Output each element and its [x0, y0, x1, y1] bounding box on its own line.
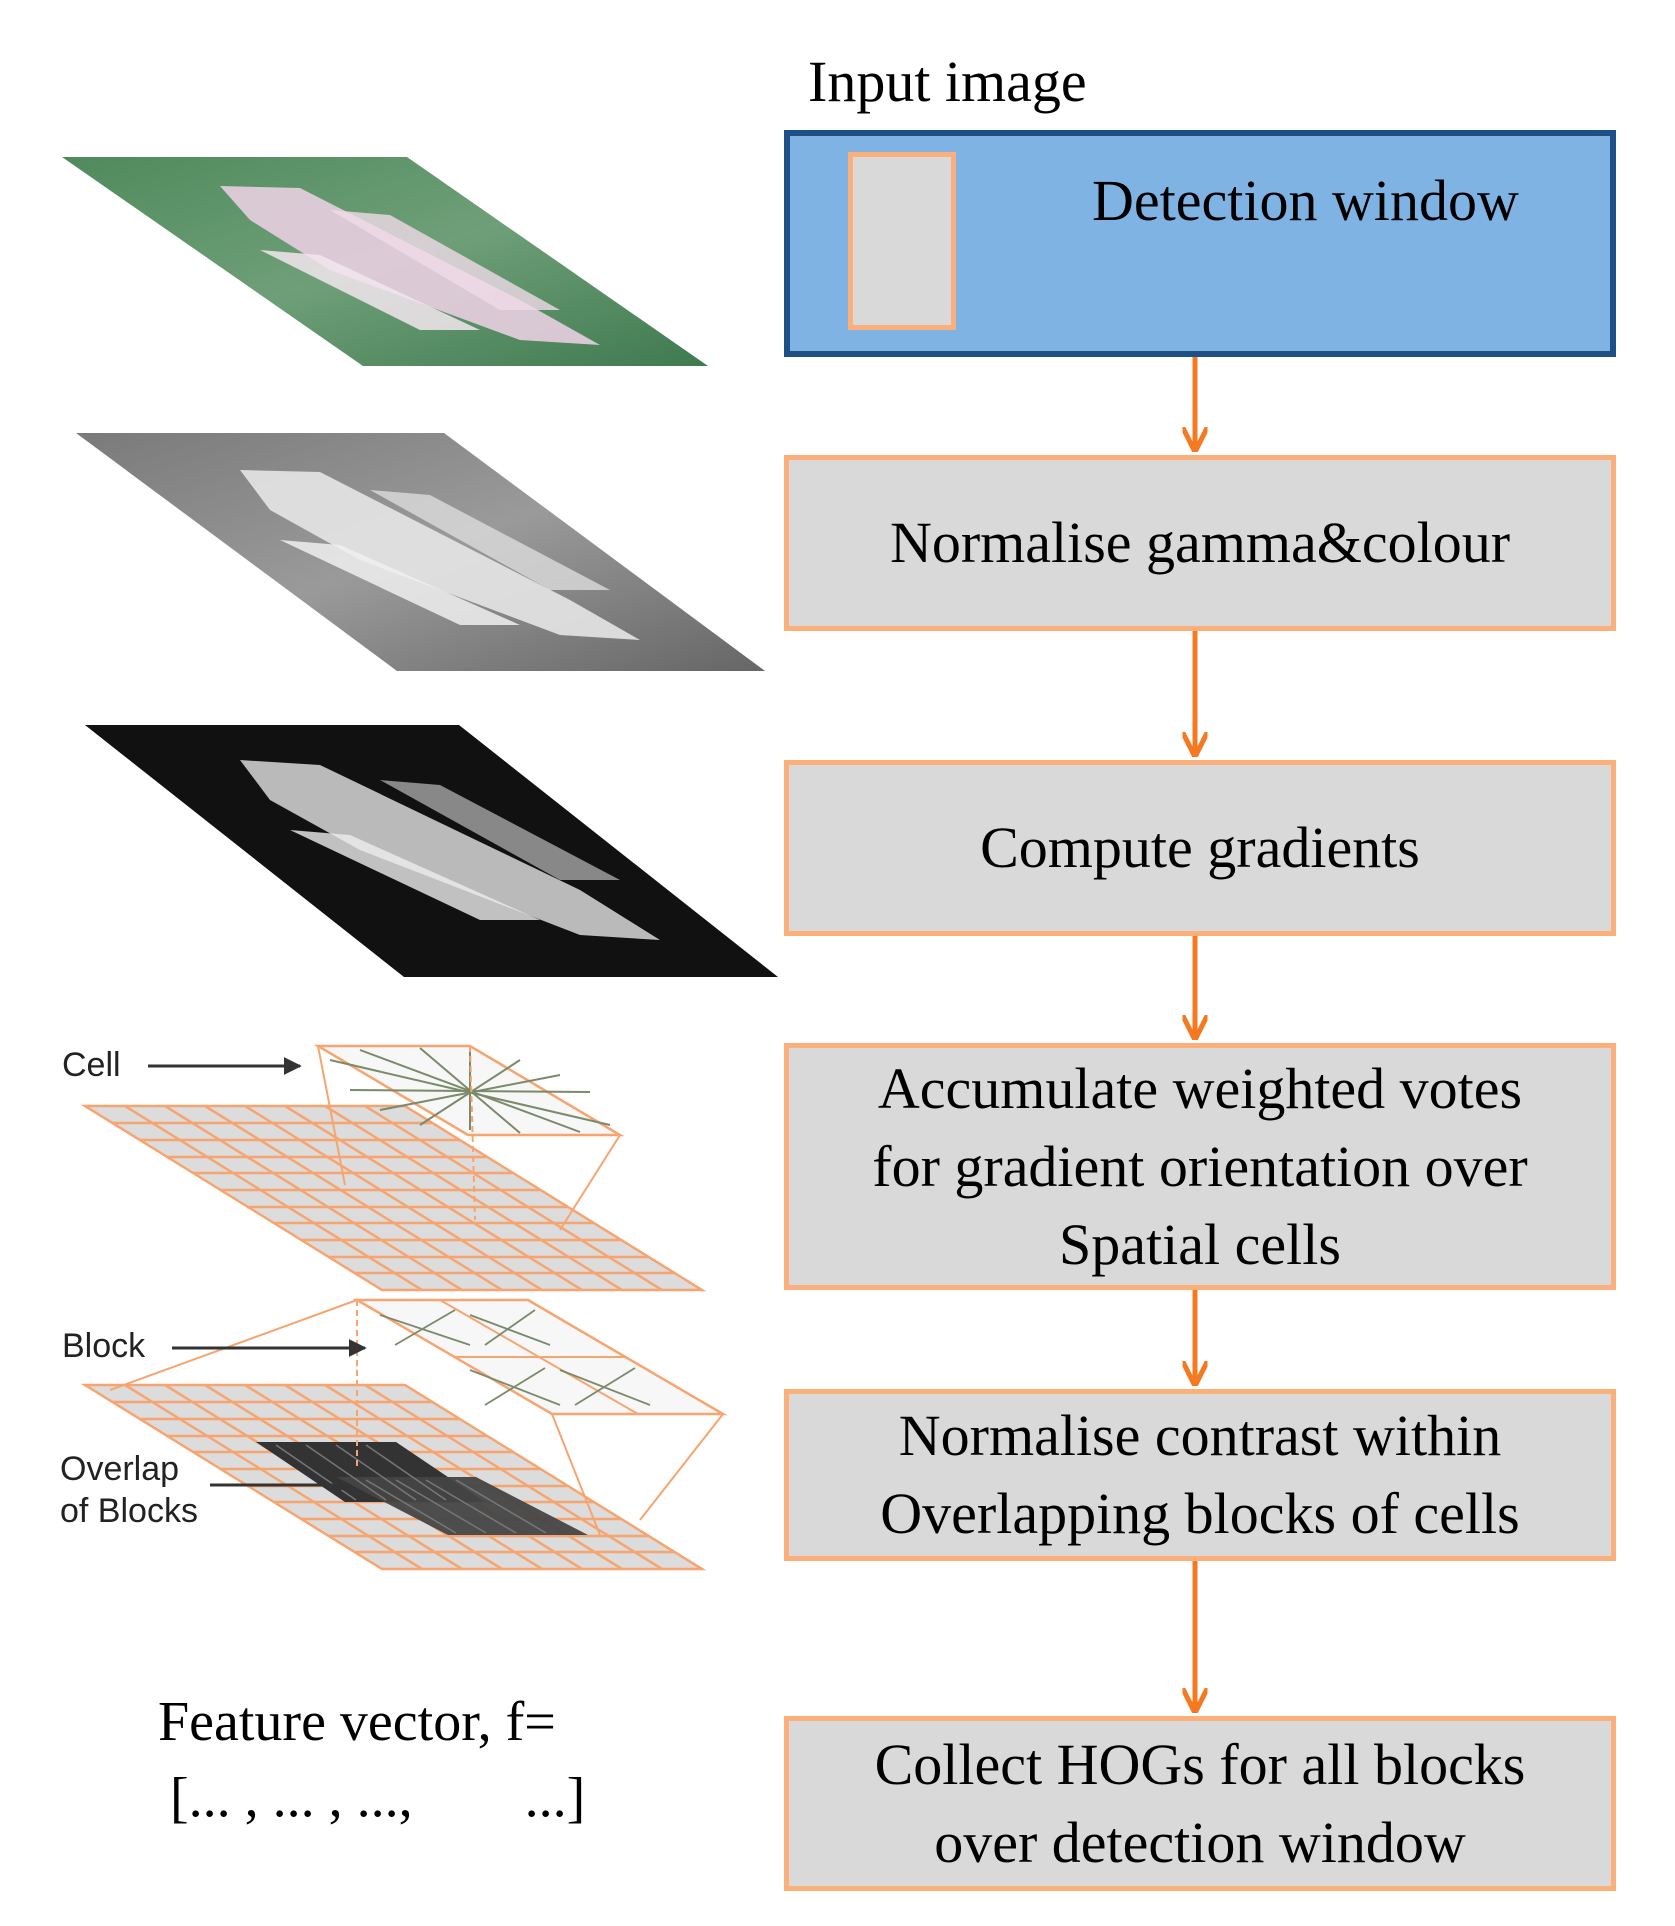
block-label: Block — [62, 1327, 146, 1365]
step-text-line: Normalise contrast within — [898, 1403, 1502, 1468]
overlap-label-line: Overlap — [60, 1450, 180, 1488]
step-text-line: Normalise gamma&colour — [889, 510, 1511, 575]
color-image-layer — [62, 157, 708, 366]
step-accumulate-votes: Accumulate weighted votes for gradient o… — [784, 1043, 1616, 1290]
step-text-line: Collect HOGs for all blocks — [874, 1731, 1526, 1797]
step-collect-hogs: Collect HOGs for all blocks over detecti… — [784, 1716, 1616, 1891]
detection-window-rect — [848, 152, 956, 330]
cell-grid-layer — [80, 1104, 707, 1292]
feature-vector-label: Feature vector, f= — [158, 1691, 556, 1753]
cell-zoom-tile — [313, 1044, 625, 1231]
step-normalise-contrast: Normalise contrast within Overlapping bl… — [784, 1389, 1616, 1561]
cell-label: Cell — [62, 1046, 121, 1084]
feature-vector-value: [... , ... , ..., ...] — [170, 1767, 586, 1829]
step-compute-gradients: Compute gradients — [784, 760, 1616, 936]
step-text-line: over detection window — [934, 1809, 1466, 1875]
step-text-line: Compute gradients — [980, 815, 1420, 880]
input-image-box: Detection window — [784, 130, 1616, 357]
grayscale-image-layer — [76, 433, 765, 671]
step-normalise-gamma: Normalise gamma&colour — [784, 455, 1616, 631]
input-image-label: Input image — [808, 49, 1087, 114]
step-text-line: Overlapping blocks of cells — [880, 1481, 1520, 1546]
block-zoom-tile — [109, 1298, 728, 1536]
step-text-line: for gradient orientation over — [872, 1133, 1528, 1199]
detection-window-label: Detection window — [1092, 168, 1519, 233]
gradient-image-layer — [85, 725, 778, 977]
step-text-line: Spatial cells — [1059, 1211, 1341, 1277]
overlap-label-line: of Blocks — [60, 1492, 198, 1530]
step-text-line: Accumulate weighted votes — [877, 1055, 1523, 1121]
overlap-label: Overlap of Blocks — [60, 1448, 198, 1532]
